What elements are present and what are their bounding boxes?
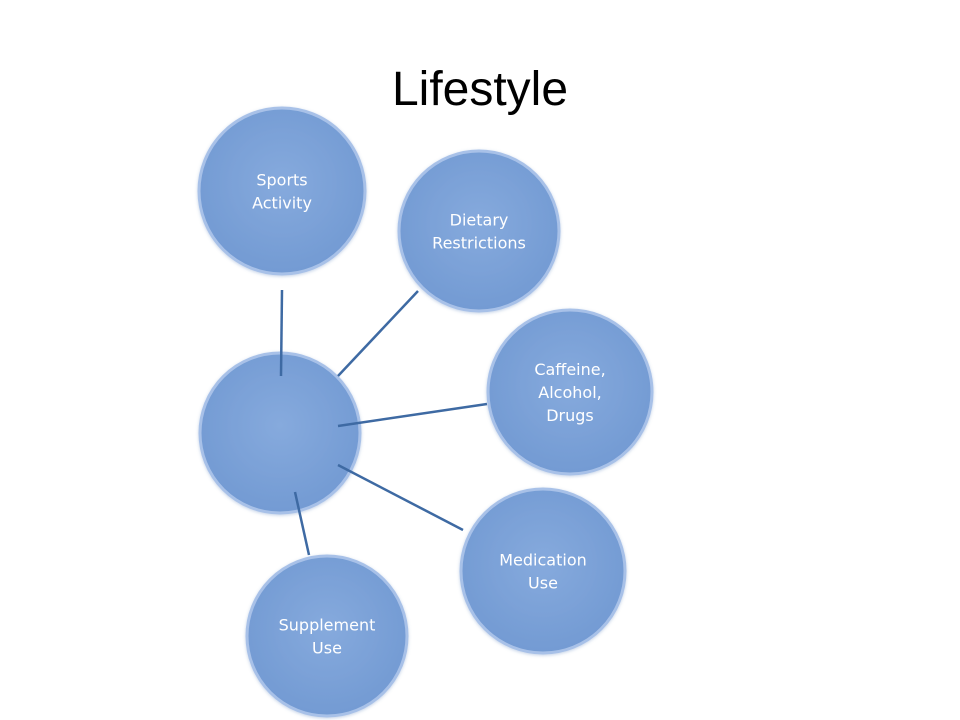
- node-circle-medication: [459, 487, 627, 655]
- node-circle-sports: [197, 106, 367, 276]
- node-circle-supplement: [245, 554, 409, 718]
- connector-lines: [279, 289, 488, 556]
- node-label-caffeine-1: Caffeine,: [534, 360, 605, 379]
- node-circle-caffeine: [486, 308, 654, 476]
- node-label-caffeine-3: Drugs: [546, 406, 594, 425]
- node-label-dietary-1: Dietary: [450, 211, 509, 230]
- connector-sports: [279, 289, 284, 377]
- connector-caffeine: [337, 402, 488, 428]
- connector-dietary: [337, 290, 419, 377]
- connector-medication: [337, 463, 464, 532]
- node-label-sports-1: Sports: [256, 171, 307, 190]
- diagram-nodes: SportsActivityDietaryRestrictionsCaffein…: [197, 106, 654, 718]
- node-label-supplement-2: Use: [312, 639, 342, 658]
- node-label-caffeine-2: Alcohol,: [538, 383, 601, 402]
- slide-title: Lifestyle: [391, 63, 569, 116]
- node-label-dietary-2: Restrictions: [432, 234, 526, 253]
- node-caffeine: Caffeine, Alcohol, Drugs: [486, 308, 654, 476]
- center-node: [198, 351, 362, 515]
- node-label-medication-1: Medication: [499, 551, 587, 570]
- connector-supplement: [293, 491, 311, 556]
- node-label-medication-2: Use: [528, 574, 558, 593]
- node-label-sports-2: Activity: [252, 194, 312, 213]
- node-label-supplement-1: Supplement: [279, 616, 376, 635]
- node-circle-dietary: [397, 149, 561, 313]
